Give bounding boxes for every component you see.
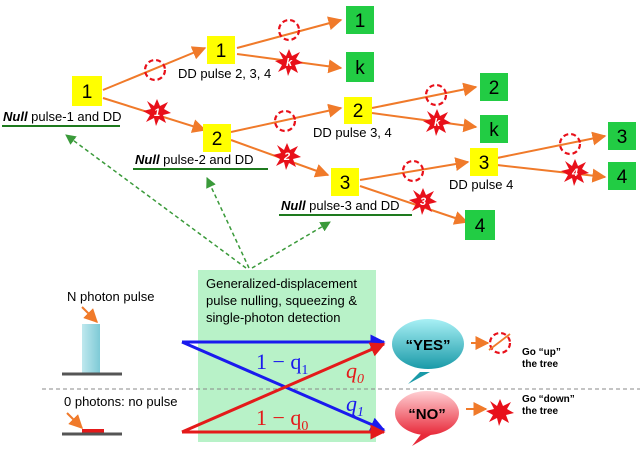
- burst-number: 2: [283, 151, 290, 163]
- prob-red-top: q0: [346, 358, 364, 387]
- null-pulse-labels: Null pulse-1 and DD Null pulse-2 and DD …: [3, 109, 400, 213]
- detection-box-text: Generalized-displacement pulse nulling, …: [206, 276, 357, 325]
- null-circle-6: [558, 132, 582, 156]
- burst-icon: 4: [561, 159, 589, 186]
- leaf-k-1: [346, 52, 374, 82]
- leaf-k-1-label: k: [355, 58, 365, 79]
- tree-nodes: [72, 36, 498, 196]
- go-down-line1: Go “down”: [522, 394, 575, 405]
- go-up-line2: the tree: [522, 359, 559, 370]
- null-label-3: Null pulse-3 and DD: [281, 198, 400, 213]
- null-circle-2: [277, 18, 301, 42]
- no-bubble: “NO”: [395, 391, 459, 446]
- pointer-arrows: [65, 134, 331, 269]
- null-label-1: Null pulse-1 and DD: [3, 109, 122, 124]
- leaf-4-3: [608, 162, 636, 190]
- burst-icon: 2: [273, 143, 301, 170]
- node-root-label: 1: [82, 82, 93, 103]
- leaf-k-2: [480, 115, 508, 143]
- node-level3-up: [470, 148, 498, 176]
- dd-label-1: DD pulse 2, 3, 4: [178, 66, 271, 81]
- leaf-up-3: [608, 122, 636, 150]
- null-label-2: Null pulse-2 and DD: [135, 152, 254, 167]
- go-up-line1: Go “up”: [522, 347, 561, 358]
- detection-box-line3: single-photon detection: [206, 310, 340, 325]
- prob-blue-bottom: q1: [346, 391, 364, 420]
- node-root: [72, 76, 102, 106]
- burst-icon: k: [275, 49, 303, 76]
- node-level1-down: [203, 124, 231, 152]
- prob-blue-top: 1 − q1: [256, 349, 308, 378]
- leaf-up-2-label: 2: [489, 78, 500, 99]
- yes-bubble: “YES”: [392, 319, 464, 384]
- leaf-up-3-label: 3: [617, 127, 628, 148]
- leaf-up-1-label: 1: [355, 11, 366, 32]
- null-outcome-circles: [143, 18, 582, 183]
- null-circle-1: [143, 58, 167, 82]
- burst-number: 3: [420, 196, 426, 208]
- leaf-4-bottom-label: 4: [475, 216, 486, 237]
- null-circle-slash: [488, 333, 511, 351]
- direction-labels: Go “up” the tree Go “down” the tree: [522, 347, 575, 417]
- leaf-up-1: [346, 6, 374, 34]
- tree-leaf-labels: 1 k 2 k 3 4 4: [355, 11, 628, 237]
- tree-leaves: [346, 6, 636, 240]
- null-circle-icon: [488, 331, 512, 355]
- node-level2-down: [331, 168, 359, 196]
- leaf-4-3-label: 4: [617, 167, 628, 188]
- burst-number: k: [286, 57, 293, 69]
- burst-icon: k: [423, 109, 451, 136]
- go-down-line2: the tree: [522, 406, 559, 417]
- dd-label-2: DD pulse 3, 4: [313, 125, 392, 140]
- zero-photon-pulse: [82, 429, 104, 433]
- node-level3-up-label: 3: [479, 153, 490, 174]
- burst-number: k: [434, 117, 441, 129]
- tree-node-labels: 1 1 2 2 3 3: [82, 41, 490, 194]
- dd-label-3: DD pulse 4: [449, 177, 513, 192]
- zero-photon-label: 0 photons: no pulse: [64, 394, 177, 409]
- node-level2-up: [344, 97, 372, 124]
- node-level1-up: [207, 36, 235, 64]
- node-level2-down-label: 3: [340, 173, 351, 194]
- yes-label: “YES”: [405, 337, 450, 354]
- n-photon-arrow: [81, 306, 98, 323]
- burst-number: 1: [154, 107, 160, 119]
- zero-photon-arrow: [66, 412, 83, 429]
- burst-icon: [486, 399, 514, 426]
- null-circle-4: [424, 83, 448, 107]
- leaf-k-2-label: k: [489, 120, 499, 141]
- null-label-underlines: [2, 125, 412, 216]
- null-circle-3: [273, 109, 297, 133]
- dd-labels: DD pulse 2, 3, 4 DD pulse 3, 4 DD pulse …: [178, 66, 513, 192]
- burst-icon: 1: [143, 99, 171, 126]
- prob-red-bottom: 1 − q0: [256, 405, 308, 434]
- node-level1-up-label: 1: [216, 41, 227, 62]
- detection-bursts: 1 k 2 k 3 4: [143, 49, 589, 215]
- blue-path-cross: [181, 340, 386, 432]
- node-level2-up-label: 2: [353, 101, 364, 122]
- null-circle-5: [401, 159, 425, 183]
- no-label: “NO”: [408, 406, 446, 423]
- burst-icon: 3: [409, 188, 437, 215]
- leaf-4-bottom: [465, 210, 495, 240]
- red-path-cross: [181, 342, 386, 434]
- detection-box-line1: Generalized-displacement: [206, 276, 357, 291]
- detection-box-line2: pulse nulling, squeezing &: [206, 293, 357, 308]
- n-photon-label: N photon pulse: [67, 289, 154, 304]
- burst-number: 4: [571, 167, 578, 179]
- leaf-up-2: [480, 73, 508, 101]
- node-level1-down-label: 2: [212, 129, 223, 150]
- n-photon-pulse: [82, 324, 100, 374]
